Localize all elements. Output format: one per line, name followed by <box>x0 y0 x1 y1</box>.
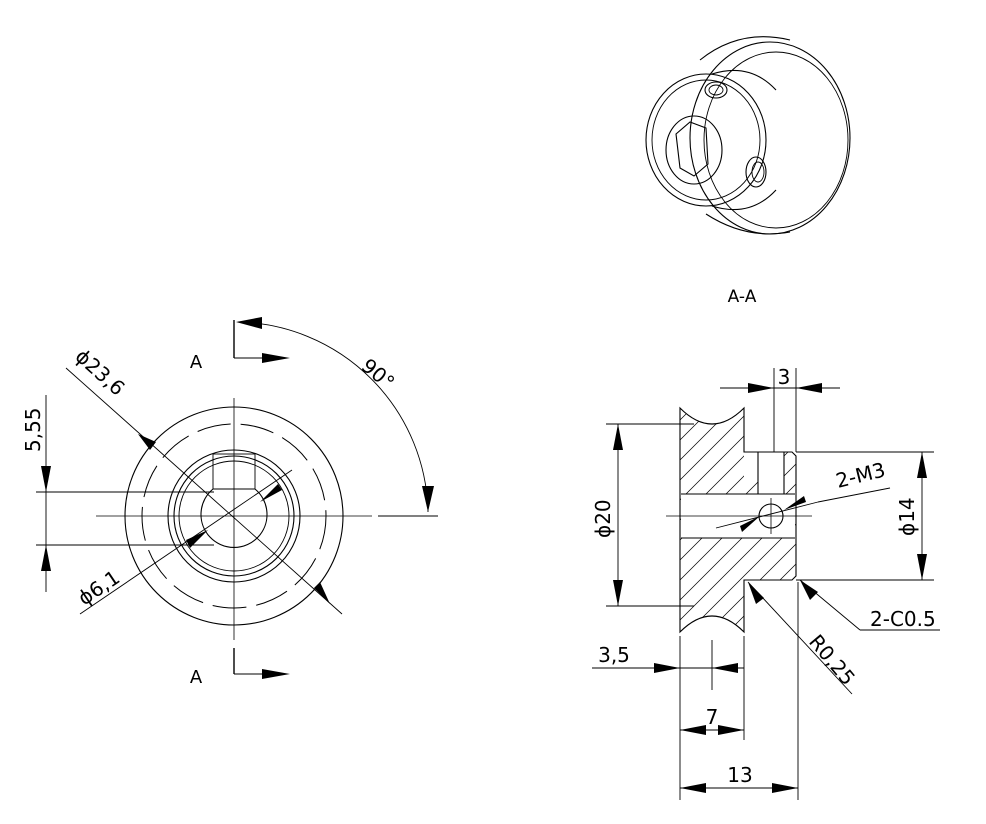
dim-key-flat: 5,55 <box>21 407 45 452</box>
dim-hub-width: 3 <box>778 365 791 389</box>
front-view <box>36 317 438 679</box>
dim-groove-diameter: ϕ20 <box>591 499 615 538</box>
dim-groove-offset: 3,5 <box>598 643 630 667</box>
dim-overall-width: 13 <box>727 763 752 787</box>
dim-bore-diameter: ϕ6,1 <box>73 565 124 610</box>
dim-outer-diameter: ϕ23,6 <box>71 344 130 400</box>
dim-groove-width: 7 <box>706 705 719 729</box>
section-label: A-A <box>728 287 757 307</box>
dim-chamfer: 2-C0.5 <box>870 607 936 631</box>
cut-label-top: A <box>190 352 203 373</box>
isometric-view <box>645 36 851 235</box>
dim-set-screw: 2-M3 <box>833 457 887 492</box>
dim-hub-diameter: ϕ14 <box>895 497 919 536</box>
section-view <box>592 368 940 800</box>
cut-label-bottom: A <box>190 667 203 688</box>
dim-fillet: R0,25 <box>804 630 860 690</box>
dim-angle: 90° <box>357 353 400 394</box>
